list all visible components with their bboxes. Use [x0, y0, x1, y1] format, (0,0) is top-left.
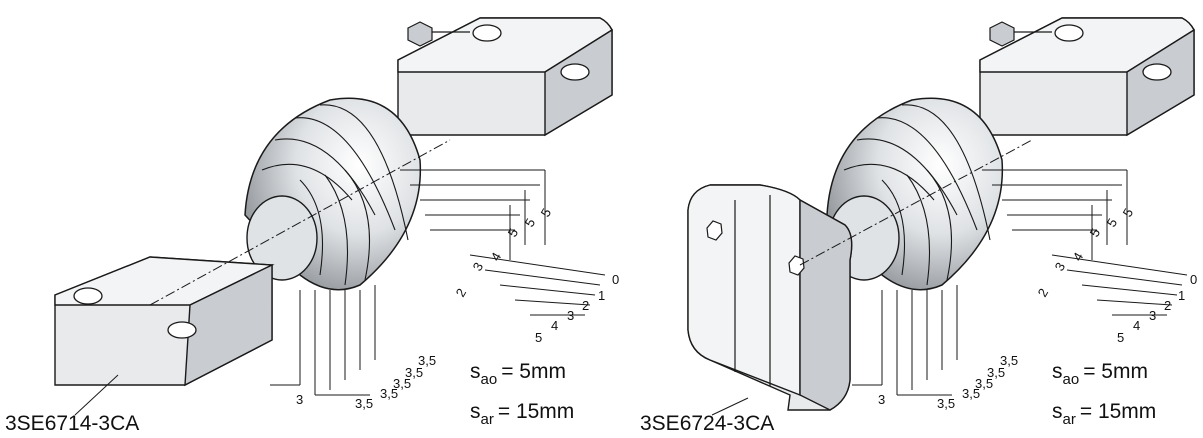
- scale-dimension-labels: 0 1 2 3 4 5: [1117, 272, 1197, 345]
- dim-label: 1: [598, 288, 605, 303]
- sar-label: sar= 15mm: [470, 400, 574, 428]
- sao-label: sao= 5mm: [470, 360, 566, 388]
- dim-label: 1: [1178, 288, 1185, 303]
- svg-text:sao= 5mm: sao= 5mm: [470, 360, 566, 388]
- svg-text:sao= 5mm: sao= 5mm: [1052, 360, 1148, 388]
- model-label: 3SE6724-3CA: [640, 412, 774, 435]
- dim-label: 5: [538, 206, 555, 220]
- panel-3se6714: 5 5 5 4 3 2 0 1 2 3 4 5 3,5 3,5 3,5 3,5 …: [5, 17, 619, 435]
- response-cone: [826, 97, 1004, 291]
- dim-label: 3,5: [1000, 353, 1018, 368]
- panel-3se6724: 5 5 5 4 3 2 0 1 2 3 4 5 3,5 3,5 3,5 3,5 …: [640, 17, 1197, 435]
- dim-label: 2: [1035, 286, 1052, 300]
- model-label: 3SE6714-3CA: [5, 412, 139, 435]
- horizontal-dimension-labels: 3,5 3,5 3,5 3,5 3,5 3: [296, 353, 436, 411]
- dim-label: 5: [1087, 226, 1104, 240]
- sensor-housing: [397, 17, 613, 137]
- dim-label: 3: [1149, 308, 1156, 323]
- dim-label: 3: [1052, 260, 1069, 274]
- svg-text:sar= 15mm: sar= 15mm: [470, 400, 574, 428]
- dim-label: 5: [535, 330, 542, 345]
- dim-label: 3,5: [393, 376, 411, 391]
- dim-label: 3,5: [937, 396, 955, 411]
- dim-label: 3,5: [355, 396, 373, 411]
- dim-label: 5: [1117, 330, 1124, 345]
- dim-label: 5: [1104, 216, 1121, 230]
- dim-label: 3: [296, 392, 303, 407]
- dim-label: 3,5: [405, 365, 423, 380]
- sao-label: sao= 5mm: [1052, 360, 1148, 388]
- dim-label: 3,5: [987, 365, 1005, 380]
- leader-line: [711, 397, 749, 416]
- leader-line: [74, 374, 119, 416]
- dim-label: 3,5: [418, 353, 436, 368]
- dim-label: 4: [551, 318, 558, 333]
- dim-label: 4: [1070, 250, 1087, 264]
- dim-label: 5: [522, 216, 539, 230]
- scale-dimension-labels: 0 1 2 3 4 5: [535, 272, 619, 345]
- actuator-plate: [54, 256, 275, 387]
- sensor-housing: [979, 17, 1195, 137]
- dim-label: 2: [582, 298, 589, 313]
- dim-label: 3,5: [380, 386, 398, 401]
- svg-text:sar= 15mm: sar= 15mm: [1052, 400, 1156, 428]
- dim-label: 2: [453, 286, 470, 300]
- dim-label: 3,5: [975, 376, 993, 391]
- dim-label: 0: [612, 272, 619, 287]
- dim-label: 5: [1120, 206, 1137, 220]
- dim-label: 2: [1164, 298, 1171, 313]
- dim-label: 4: [1133, 318, 1140, 333]
- dim-label: 0: [1190, 272, 1197, 287]
- horizontal-dimension-labels: 3,5 3,5 3,5 3,5 3,5 3: [878, 353, 1018, 411]
- dimension-lines: [149, 139, 606, 396]
- dimension-lines: [799, 139, 1188, 396]
- dim-label: 3,5: [962, 386, 980, 401]
- dim-label: 3: [567, 308, 574, 323]
- response-cone: [244, 97, 422, 291]
- dim-label: 3: [878, 392, 885, 407]
- actuator-bracket: [687, 184, 853, 411]
- sar-label: sar= 15mm: [1052, 400, 1156, 428]
- dim-label: 4: [488, 250, 505, 264]
- dim-label: 3: [470, 260, 487, 274]
- dim-label: 5: [505, 226, 522, 240]
